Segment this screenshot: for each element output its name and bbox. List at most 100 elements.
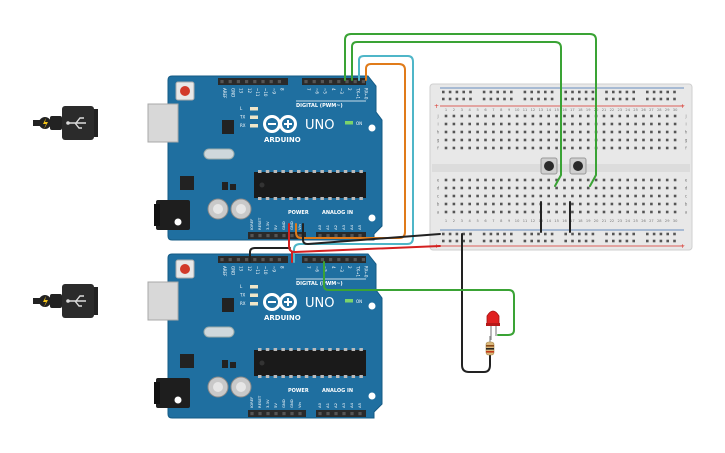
rail-hole[interactable] xyxy=(673,239,676,243)
breadboard-hole[interactable] xyxy=(555,186,558,190)
breadboard-hole[interactable] xyxy=(515,146,519,150)
breadboard-hole[interactable] xyxy=(650,186,653,190)
rail-hole[interactable] xyxy=(537,90,540,94)
breadboard-hole[interactable] xyxy=(476,138,479,142)
breadboard-hole[interactable] xyxy=(468,202,471,206)
rail-hole[interactable] xyxy=(584,232,588,236)
header-pin[interactable] xyxy=(261,258,265,262)
breadboard-hole[interactable] xyxy=(563,210,566,214)
breadboard-hole[interactable] xyxy=(452,202,456,206)
dc-barrel-jack[interactable] xyxy=(156,200,190,230)
rail-hole[interactable] xyxy=(646,239,649,243)
breadboard-hole[interactable] xyxy=(658,130,661,134)
breadboard-hole[interactable] xyxy=(618,178,622,182)
reset-button[interactable] xyxy=(175,259,195,279)
breadboard-hole[interactable] xyxy=(673,186,677,190)
breadboard-hole[interactable] xyxy=(492,114,495,118)
breadboard-hole[interactable] xyxy=(579,114,582,118)
breadboard-hole[interactable] xyxy=(642,178,645,182)
rail-hole[interactable] xyxy=(448,232,452,236)
breadboard-hole[interactable] xyxy=(500,138,503,142)
rail-hole[interactable] xyxy=(578,239,581,243)
breadboard-hole[interactable] xyxy=(610,122,614,126)
rail-hole[interactable] xyxy=(482,239,486,243)
breadboard-hole[interactable] xyxy=(539,138,543,142)
rail-hole[interactable] xyxy=(612,90,615,94)
breadboard-hole[interactable] xyxy=(673,202,677,206)
breadboard-hole[interactable] xyxy=(484,130,487,134)
rail-hole[interactable] xyxy=(537,97,540,101)
breadboard-hole[interactable] xyxy=(626,130,629,134)
breadboard-hole[interactable] xyxy=(626,210,629,214)
rail-hole[interactable] xyxy=(469,90,472,94)
led-red[interactable] xyxy=(486,310,500,340)
breadboard-hole[interactable] xyxy=(634,194,637,198)
breadboard-hole[interactable] xyxy=(492,210,495,214)
header-pin[interactable] xyxy=(304,258,308,262)
breadboard-hole[interactable] xyxy=(610,130,614,134)
rail-hole[interactable] xyxy=(455,97,459,101)
breadboard-hole[interactable] xyxy=(500,122,503,126)
breadboard-hole[interactable] xyxy=(531,202,535,206)
breadboard-hole[interactable] xyxy=(665,122,669,126)
breadboard-hole[interactable] xyxy=(634,146,637,150)
breadboard-hole[interactable] xyxy=(555,210,558,214)
breadboard-hole[interactable] xyxy=(507,186,511,190)
breadboard-hole[interactable] xyxy=(658,186,661,190)
breadboard-hole[interactable] xyxy=(610,202,614,206)
header-pin[interactable] xyxy=(298,234,302,238)
breadboard-hole[interactable] xyxy=(507,114,511,118)
breadboard-hole[interactable] xyxy=(673,114,677,118)
breadboard-hole[interactable] xyxy=(460,210,464,214)
breadboard-hole[interactable] xyxy=(602,138,606,142)
breadboard-hole[interactable] xyxy=(642,194,645,198)
header-pin[interactable] xyxy=(269,80,273,84)
breadboard-hole[interactable] xyxy=(650,202,653,206)
breadboard-hole[interactable] xyxy=(539,122,543,126)
digital-header-left[interactable] xyxy=(218,256,288,263)
breadboard-hole[interactable] xyxy=(586,194,590,198)
breadboard-hole[interactable] xyxy=(563,114,566,118)
usb-cable[interactable] xyxy=(33,284,98,318)
breadboard-hole[interactable] xyxy=(555,178,558,182)
breadboard-hole[interactable] xyxy=(658,122,661,126)
rail-hole[interactable] xyxy=(659,239,663,243)
rail-hole[interactable] xyxy=(632,90,635,94)
breadboard-hole[interactable] xyxy=(626,186,629,190)
breadboard-hole[interactable] xyxy=(452,178,456,182)
wire-red-5v[interactable] xyxy=(288,223,441,253)
breadboard-hole[interactable] xyxy=(539,146,543,150)
breadboard-hole[interactable] xyxy=(579,210,582,214)
breadboard-hole[interactable] xyxy=(642,130,645,134)
header-pin[interactable] xyxy=(312,80,316,84)
breadboard-hole[interactable] xyxy=(634,178,637,182)
breadboard-hole[interactable] xyxy=(539,194,543,198)
breadboard-hole[interactable] xyxy=(563,202,566,206)
breadboard-hole[interactable] xyxy=(468,210,471,214)
rail-hole[interactable] xyxy=(625,90,629,94)
breadboard-hole[interactable] xyxy=(531,186,535,190)
rail-hole[interactable] xyxy=(612,97,615,101)
digital-header-left[interactable] xyxy=(218,78,288,85)
breadboard-hole[interactable] xyxy=(476,194,479,198)
breadboard-hole[interactable] xyxy=(452,210,456,214)
breadboard-hole[interactable] xyxy=(610,146,614,150)
breadboard-hole[interactable] xyxy=(531,178,535,182)
rail-hole[interactable] xyxy=(530,239,533,243)
breadboard-hole[interactable] xyxy=(555,122,558,126)
rail-hole[interactable] xyxy=(455,239,459,243)
breadboard-hole[interactable] xyxy=(665,138,669,142)
breadboard-hole[interactable] xyxy=(618,202,622,206)
rail-hole[interactable] xyxy=(618,97,622,101)
rail-hole[interactable] xyxy=(632,239,635,243)
breadboard-hole[interactable] xyxy=(650,122,653,126)
header-pin[interactable] xyxy=(290,234,294,238)
breadboard-hole[interactable] xyxy=(444,114,448,118)
breadboard-hole[interactable] xyxy=(618,138,622,142)
breadboard-hole[interactable] xyxy=(626,202,629,206)
breadboard-hole[interactable] xyxy=(563,194,566,198)
header-pin[interactable] xyxy=(274,412,278,416)
breadboard-hole[interactable] xyxy=(665,114,669,118)
breadboard-hole[interactable] xyxy=(476,146,479,150)
breadboard-hole[interactable] xyxy=(665,178,669,182)
